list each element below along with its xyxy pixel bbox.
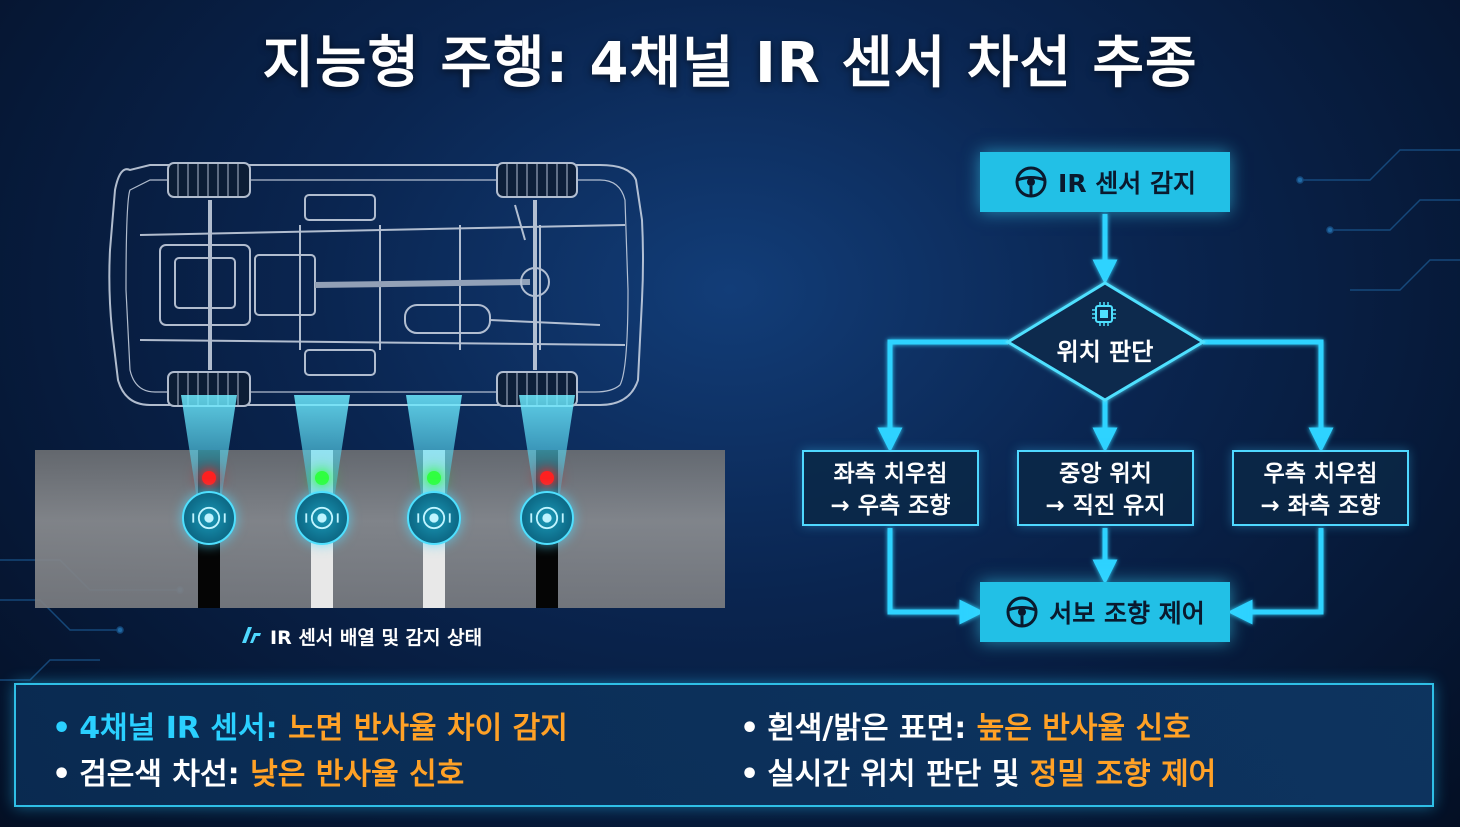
circuit-decoration xyxy=(0,149,1460,681)
ir-sensor-2 xyxy=(295,491,349,545)
steering-wheel-icon xyxy=(1014,165,1048,199)
bullet-4-value: 정밀 조향 제어 xyxy=(1029,757,1217,792)
steering-wheel-icon xyxy=(1005,595,1039,629)
flow-right-line2: → 좌측 조향 xyxy=(1260,493,1381,519)
sensor-icon xyxy=(530,506,564,530)
status-led-green xyxy=(315,471,329,485)
flow-left-box: 좌측 치우침 → 우측 조향 xyxy=(802,450,979,526)
flow-center-line1: 중앙 위치 xyxy=(1059,461,1152,487)
sensor-icon xyxy=(305,506,339,530)
bullet-3: •흰색/밝은 표면: 높은 반사율 신호 xyxy=(740,711,1191,746)
ir-brand-icon xyxy=(240,626,262,649)
flow-end-label: 서보 조향 제어 xyxy=(1049,599,1205,628)
status-led-green xyxy=(427,471,441,485)
road-surface xyxy=(35,450,725,608)
bullet-2-value: 낮은 반사율 신호 xyxy=(250,757,465,792)
ir-sensor-4 xyxy=(520,491,574,545)
info-panel: •4채널 IR 센서: 노면 반사율 차이 감지 •검은색 차선: 낮은 반사율… xyxy=(14,683,1434,807)
decision-label: 위치 판단 xyxy=(1056,338,1154,366)
flow-center-line2: → 직진 유지 xyxy=(1045,493,1166,519)
decision-diamond xyxy=(1005,281,1206,402)
sensor-caption: IR 센서 배열 및 감지 상태 xyxy=(240,623,482,650)
bullet-1-value: 노면 반사율 차이 감지 xyxy=(288,711,568,746)
ir-sensor-1 xyxy=(182,491,236,545)
page-title: 지능형 주행: 4채널 IR 센서 차선 추종 xyxy=(262,31,1198,96)
status-led-red xyxy=(540,471,554,485)
bullet-1: •4채널 IR 센서: 노면 반사율 차이 감지 xyxy=(52,711,568,746)
sensor-icon xyxy=(417,506,451,530)
bullet-3-value: 높은 반사율 신호 xyxy=(976,711,1191,746)
bullet-3-label: 흰색/밝은 표면: xyxy=(767,711,967,746)
sensor-icon xyxy=(192,506,226,530)
flow-start-label: IR 센서 감지 xyxy=(1058,169,1196,198)
ir-sensor-3 xyxy=(407,491,461,545)
bullet-2-label: 검은색 차선: xyxy=(79,757,240,792)
bullet-2: •검은색 차선: 낮은 반사율 신호 xyxy=(52,757,465,792)
sensor-caption-text: IR 센서 배열 및 감지 상태 xyxy=(270,627,483,649)
status-led-red xyxy=(202,471,216,485)
flow-start-box: IR 센서 감지 xyxy=(980,152,1230,212)
bullet-4-label: 실시간 위치 판단 및 xyxy=(767,757,1020,792)
bullet-4: •실시간 위치 판단 및 정밀 조향 제어 xyxy=(740,757,1217,792)
flow-left-line2: → 우측 조향 xyxy=(830,493,951,519)
flow-arrows xyxy=(877,214,1334,625)
flow-right-line1: 우측 치우침 xyxy=(1263,461,1378,487)
flow-center-box: 중앙 위치 → 직진 유지 xyxy=(1017,450,1194,526)
flow-end-box: 서보 조향 제어 xyxy=(980,582,1230,642)
flow-right-box: 우측 치우침 → 좌측 조향 xyxy=(1232,450,1409,526)
chip-icon xyxy=(1090,300,1118,328)
flow-left-line1: 좌측 치우침 xyxy=(833,461,948,487)
bullet-1-label: 4채널 IR 센서: xyxy=(79,711,278,746)
car-chassis xyxy=(108,162,644,407)
